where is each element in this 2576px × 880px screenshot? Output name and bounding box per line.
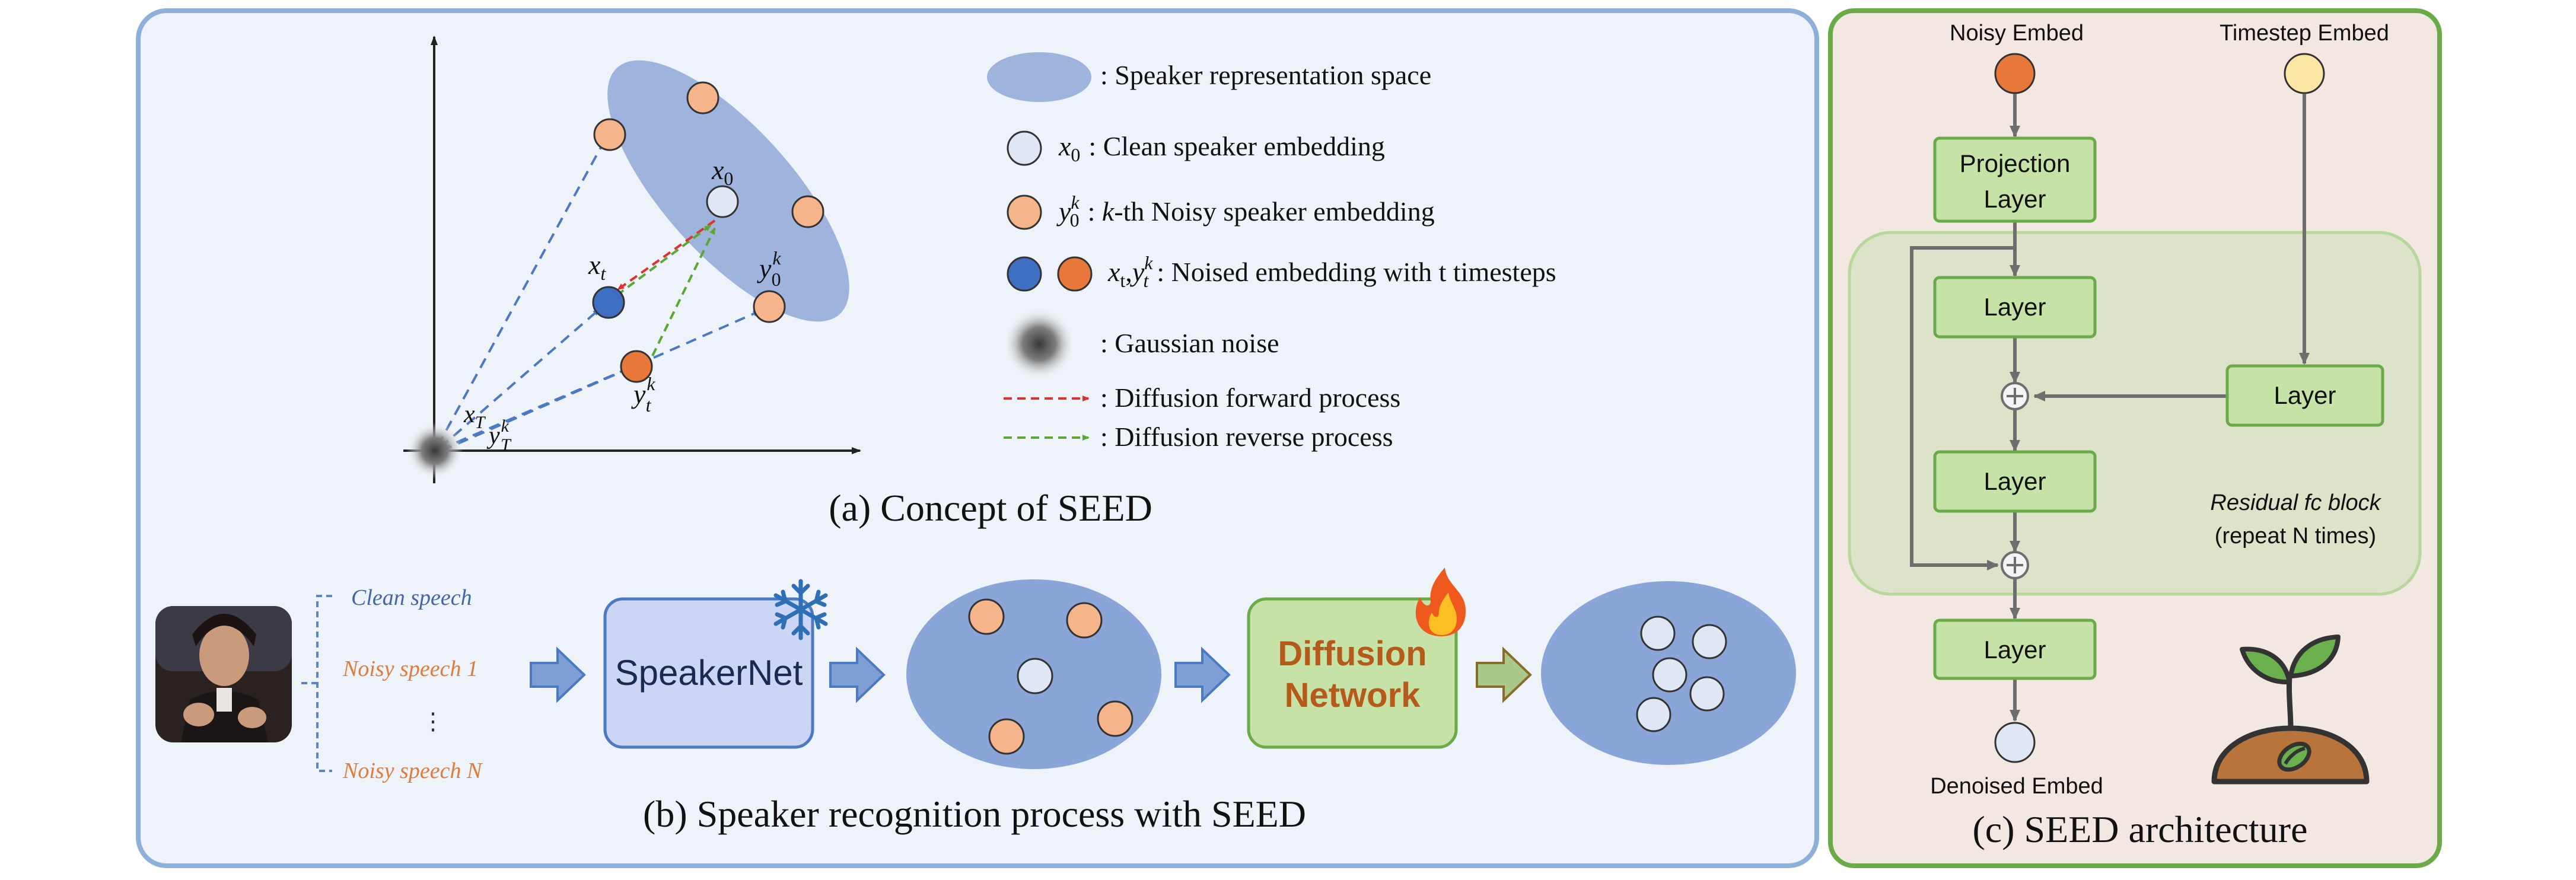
cluster-denoised-point: [1636, 697, 1671, 732]
residual-layer-1: [1933, 276, 2097, 339]
process-pipeline: Clean speech Noisy speech 1 ⋮ Noisy spee…: [155, 567, 1796, 783]
cluster-noisy-point: [1097, 700, 1133, 737]
sum-node-1-plus: [2007, 388, 2023, 404]
residual-layer-1-label: Layer: [1983, 293, 2046, 321]
legend-space-text: : Speaker representation space: [1100, 60, 1431, 90]
residual-block-label: Residual fc block: [2210, 490, 2381, 515]
clean-embedding-point: [706, 185, 739, 218]
noisy-embedding-point: [753, 290, 786, 323]
projection-label-line2: Layer: [1983, 185, 2046, 213]
legend-gaussian-swatch: [1002, 307, 1076, 381]
noisy-embed-label: Noisy Embed: [1950, 21, 2084, 46]
legend-forward-text: : Diffusion forward process: [1100, 382, 1400, 413]
portrait-photo: [155, 606, 292, 742]
cluster-noisy-point: [1066, 602, 1103, 639]
noisy-embedding-point: [791, 195, 824, 228]
speech-clean-label: Clean speech: [351, 585, 472, 610]
cluster-denoised-point: [1689, 676, 1725, 712]
speech-noisy1-label: Noisy speech 1: [342, 656, 478, 681]
legend-noisy-swatch: [1007, 195, 1042, 230]
diffusion-label-line2: Network: [1285, 676, 1421, 715]
timestep-embed-label: Timestep Embed: [2220, 21, 2389, 46]
residual-layer-2: [1933, 450, 2097, 513]
label-xT: xT: [463, 401, 486, 432]
label-xt: xt: [588, 250, 606, 284]
noisy-embedding-point: [686, 81, 719, 114]
snowflake-icon: [773, 579, 828, 640]
label-x0: x0: [711, 155, 733, 189]
block-arrow-4: [1476, 646, 1532, 703]
legend-reverse-text: : Diffusion reverse process: [1100, 422, 1393, 452]
gaussian-noise-origin: [406, 422, 463, 479]
speakernet-label: SpeakerNet: [615, 653, 803, 693]
legend-space-swatch: [987, 52, 1091, 102]
speech-noisyN-label: Noisy speech N: [342, 758, 483, 783]
block-arrow-1: [530, 646, 586, 703]
residual-layer-2-label: Layer: [1983, 467, 2046, 495]
caption-a: (a) Concept of SEED: [829, 487, 1152, 529]
caption-b: (b) Speaker recognition process with SEE…: [643, 793, 1306, 835]
timestep-layer: [2225, 364, 2384, 427]
reverse-arrows: [616, 224, 716, 356]
legend-gaussian-text: : Gaussian noise: [1100, 328, 1279, 358]
sum-node-2-plus: [2007, 557, 2023, 573]
forward-arrows: [617, 219, 716, 291]
noised-x-point: [592, 286, 625, 319]
block-arrow-2: [829, 646, 886, 703]
output-layer-label: Layer: [1983, 636, 2046, 664]
cluster-noisy-point: [968, 598, 1005, 635]
noisy-embedding-point: [593, 118, 626, 151]
cluster-denoised-point: [1640, 616, 1676, 651]
architecture-panel: Noisy Embed Timestep Embed Projection La…: [1828, 8, 2442, 868]
cluster-denoised-point: [1692, 624, 1727, 659]
block-arrow-3: [1174, 646, 1231, 703]
noised-y-point: [620, 350, 653, 383]
seedling-icon: [2211, 635, 2370, 785]
cluster-noisy-point: [988, 718, 1025, 755]
cluster-denoised-point: [1652, 657, 1687, 693]
legend-noised-x-swatch: [1007, 256, 1042, 292]
noisy-embed-node: [1994, 53, 2036, 94]
legend-clean-text: x0: Clean speaker embedding: [1058, 131, 1385, 165]
diffusion-network-box: [1247, 597, 1458, 749]
speakernet-box: [603, 597, 814, 749]
projection-label-line1: Projection: [1960, 149, 2071, 177]
projection-layer: [1933, 136, 2097, 223]
architecture-flow: [1910, 94, 2310, 722]
caption-c: (c) SEED architecture: [1972, 808, 2307, 850]
denoised-embed-node: [1994, 722, 2036, 763]
concept-legend: : Speaker representation space x0: Clean…: [987, 52, 1556, 452]
speech-ellipsis: ⋮: [421, 708, 445, 735]
timestep-layer-label: Layer: [2273, 381, 2336, 409]
speech-bracket: [300, 595, 332, 772]
denoised-embed-label: Denoised Embed: [1930, 774, 2103, 799]
cluster-clean-point: [1017, 658, 1053, 694]
fire-icon: [1415, 567, 1466, 636]
legend-noised-y-swatch: [1057, 256, 1093, 292]
noising-trajectories: [437, 136, 760, 452]
output-layer: [1933, 618, 2097, 680]
timestep-embed-node: [2284, 53, 2325, 94]
diffusion-label-line1: Diffusion: [1278, 635, 1426, 673]
residual-repeat-label: (repeat N times): [2215, 524, 2376, 549]
legend-clean-swatch: [1007, 130, 1042, 166]
